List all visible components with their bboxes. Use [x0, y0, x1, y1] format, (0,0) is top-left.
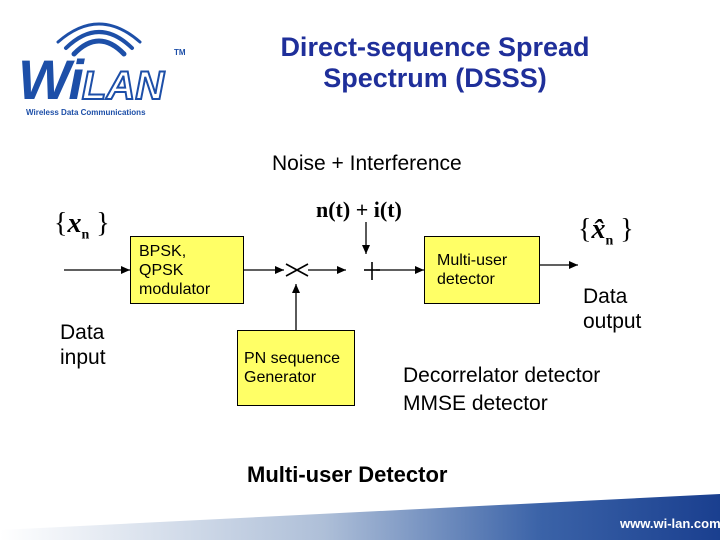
pn-line-1: PN sequence: [244, 350, 341, 367]
summer-icon: [364, 262, 380, 280]
footer-url[interactable]: www.wi-lan.com: [620, 516, 720, 531]
title-line-2: Spectrum (DSSS): [323, 63, 547, 93]
data-output-line-1: Data: [583, 285, 628, 308]
logo-lan-text: LAN: [81, 63, 165, 109]
output-xhat: x̂: [591, 214, 606, 245]
logo-trademark: TM: [174, 48, 186, 57]
detector-types: Decorrelator detector MMSE detector: [403, 362, 600, 418]
detector-line-1: Multi-user: [437, 252, 508, 269]
noise-formula: n(t) + i(t): [316, 197, 402, 222]
data-input-label: Data input: [60, 320, 106, 370]
multiplier-icon: [285, 263, 309, 277]
pn-generator-box: PN sequence Generator: [237, 330, 355, 406]
footer-bar: [0, 494, 720, 540]
modulator-line-3: modulator: [139, 281, 211, 298]
logo-tagline: Wireless Data Communications: [26, 108, 146, 117]
noise-interference-label: Noise + Interference: [272, 152, 462, 175]
slide-title: Direct-sequence Spread Spectrum (DSSS): [230, 32, 640, 94]
data-input-line-2: input: [60, 346, 106, 369]
output-symbol: {x̂n }: [578, 214, 634, 249]
output-sub: n: [605, 233, 614, 249]
data-input-line-1: Data: [60, 321, 105, 344]
input-x: x: [67, 208, 82, 239]
input-symbol: {xn }: [54, 208, 110, 243]
data-output-line-2: output: [583, 310, 642, 333]
wifi-waves-icon: [56, 22, 142, 57]
logo-wi-text: Wi: [18, 48, 84, 111]
multiuser-detector-box: Multi-user detector: [424, 236, 540, 304]
modulator-line-2: QPSK: [139, 262, 184, 279]
title-line-1: Direct-sequence Spread: [280, 32, 590, 62]
pn-line-2: Generator: [244, 369, 317, 386]
wi-lan-logo: WiLAN TM Wireless Data Communications: [14, 14, 204, 124]
detector-line-2: detector: [437, 271, 495, 288]
modulator-box: BPSK, QPSK modulator: [130, 236, 244, 304]
input-sub: n: [81, 227, 90, 243]
detector-type-1: Decorrelator detector: [403, 364, 601, 387]
multiuser-detector-heading: Multi-user Detector: [247, 462, 448, 487]
data-output-label: Data output: [583, 284, 641, 334]
modulator-line-1: BPSK,: [139, 243, 187, 260]
detector-type-2: MMSE detector: [403, 392, 548, 415]
